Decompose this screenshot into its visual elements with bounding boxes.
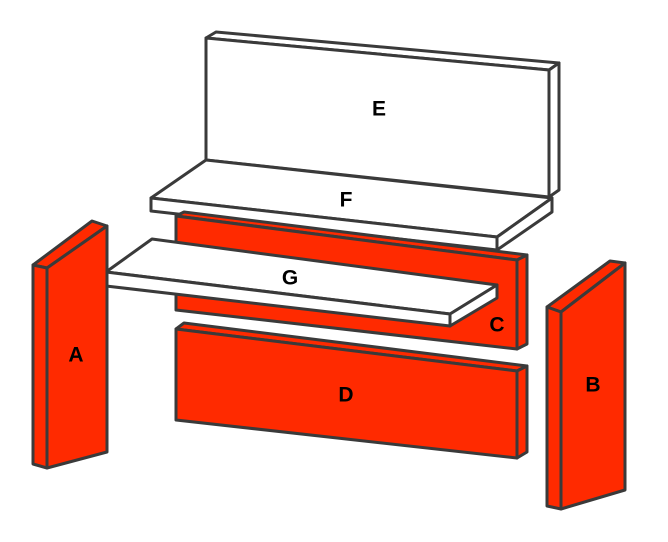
part-a-left-brick: A <box>31 219 109 470</box>
label-d: D <box>338 384 353 407</box>
label-b: B <box>585 374 600 397</box>
label-e: E <box>372 98 386 121</box>
part-g-shelf: G <box>104 237 499 328</box>
part-d-lower-brick: D <box>174 321 529 460</box>
part-b-right-brick: B <box>545 259 627 511</box>
label-g: G <box>282 267 298 290</box>
label-f: F <box>340 189 353 212</box>
label-c: C <box>489 314 504 337</box>
part-e-back-panel: E <box>204 30 561 199</box>
label-a: A <box>68 344 83 367</box>
